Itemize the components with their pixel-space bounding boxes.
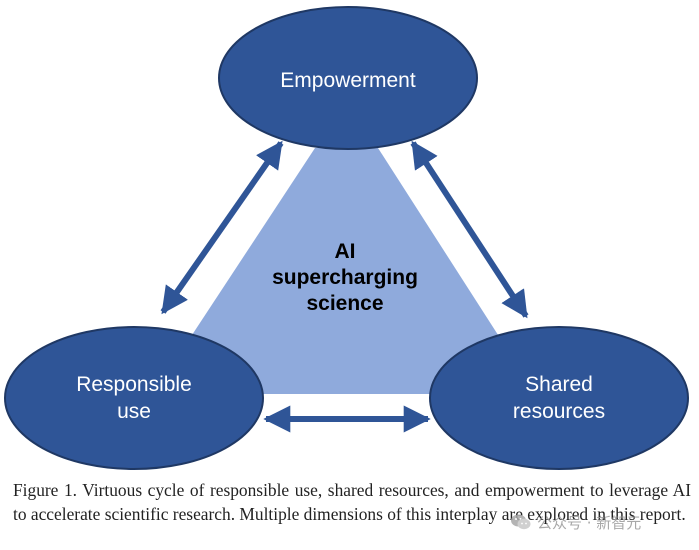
- node-responsible-use-label-line2: use: [117, 400, 151, 423]
- center-triangle: [190, 148, 500, 394]
- node-responsible-use-label-line1: Responsible: [76, 373, 192, 396]
- node-shared-resources: Shared resources: [429, 326, 689, 470]
- node-responsible-use: Responsible use: [4, 326, 264, 470]
- arrow-left-top: [160, 140, 284, 315]
- node-shared-resources-label-line1: Shared: [525, 373, 593, 396]
- diagram: Empowerment Responsible use Shared resou…: [4, 6, 689, 470]
- center-label-line3: science: [306, 292, 383, 315]
- center-label-line2: supercharging: [272, 266, 418, 289]
- center-label-line1: AI: [335, 240, 356, 263]
- watermark-text: 公众号 · 新智元: [537, 513, 642, 532]
- node-empowerment: Empowerment: [218, 6, 478, 150]
- arrow-right-top: [410, 140, 529, 319]
- node-shared-resources-label-line2: resources: [513, 400, 605, 423]
- node-empowerment-label: Empowerment: [280, 69, 416, 92]
- wechat-icon: [511, 514, 531, 530]
- watermark: 公众号 · 新智元: [510, 508, 690, 536]
- center-label: AI supercharging science: [272, 240, 418, 315]
